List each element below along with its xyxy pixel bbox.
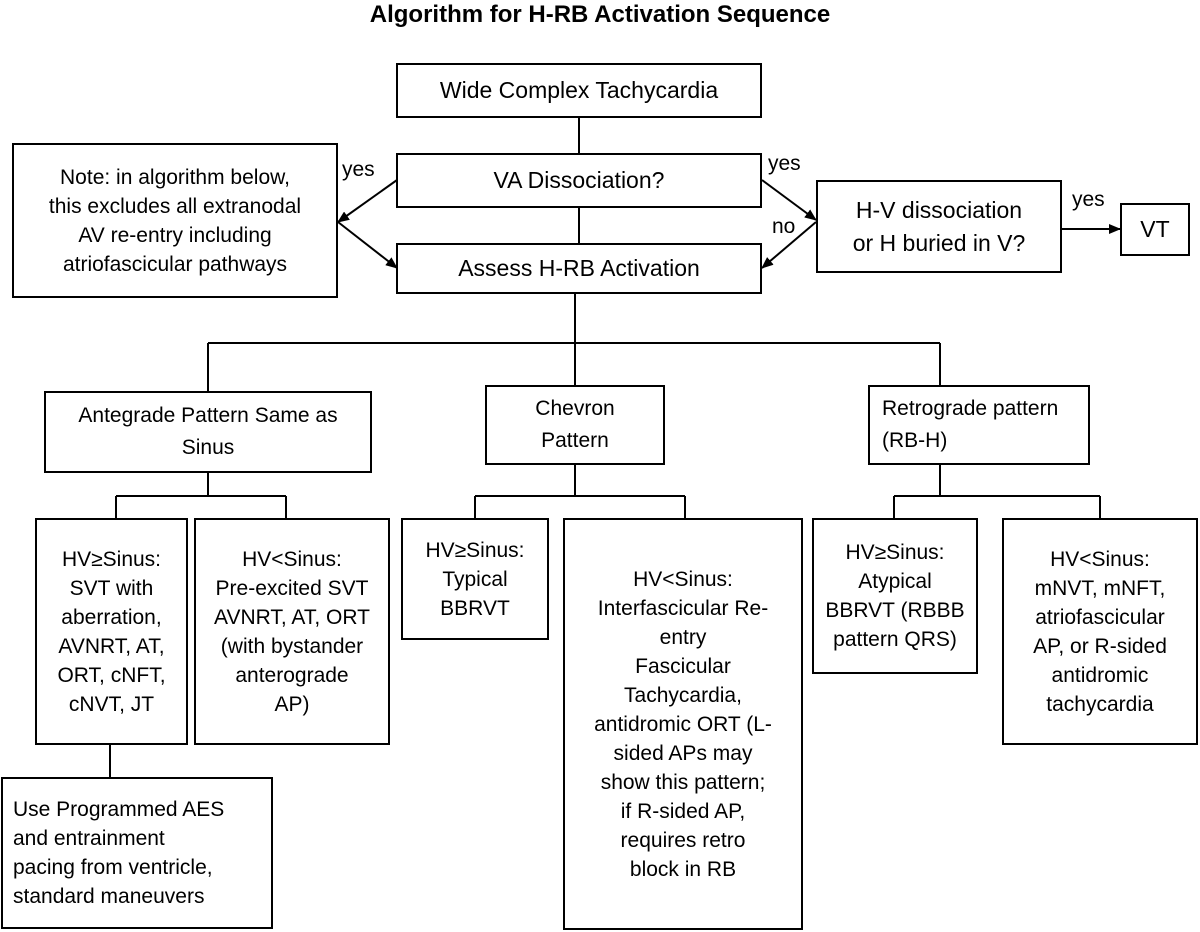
node-va-dissociation: VA Dissociation? — [396, 153, 762, 208]
diagram-title: Algorithm for H-RB Activation Sequence — [369, 1, 831, 28]
edge-label-yes-right: yes — [768, 152, 801, 175]
node-vt: VT — [1120, 203, 1190, 256]
node-assess-hrb: Assess H-RB Activation — [396, 243, 762, 294]
node-wide-complex-tachycardia: Wide Complex Tachycardia — [396, 63, 762, 118]
node-antegrade-hv-lt: HV<Sinus: Pre-excited SVT AVNRT, AT, ORT… — [194, 518, 390, 745]
node-chevron-hv-ge: HV≥Sinus: Typical BBRVT — [401, 518, 549, 640]
node-antegrade-hv-ge: HV≥Sinus: SVT with aberration, AVNRT, AT… — [35, 518, 188, 745]
arrow-va-hvdissoc — [761, 179, 817, 221]
node-retrograde-pattern: Retrograde pattern (RB-H) — [868, 385, 1090, 465]
arrow-hvdissoc-assess — [761, 221, 817, 269]
node-hv-dissociation: H-V dissociation or H buried in V? — [816, 180, 1062, 273]
edge-label-no: no — [772, 215, 796, 238]
node-chevron-pattern: Chevron Pattern — [485, 385, 665, 465]
node-chevron-hv-lt: HV<Sinus: Interfascicular Re- entry Fasc… — [563, 518, 803, 930]
node-retrograde-hv-ge: HV≥Sinus: Atypical BBRVT (RBBB pattern Q… — [812, 518, 978, 674]
node-programmed-aes: Use Programmed AES and entrainment pacin… — [1, 777, 273, 929]
node-retrograde-hv-lt: HV<Sinus: mNVT, mNFT, atriofascicular AP… — [1002, 518, 1198, 745]
arrow-note-assess — [337, 221, 398, 269]
arrow-va-note — [337, 179, 398, 223]
edge-label-yes-vt: yes — [1072, 188, 1105, 211]
node-antegrade-pattern: Antegrade Pattern Same as Sinus — [44, 391, 372, 473]
edge-label-yes-left: yes — [342, 158, 375, 181]
node-note: Note: in algorithm below, this excludes … — [12, 143, 338, 298]
